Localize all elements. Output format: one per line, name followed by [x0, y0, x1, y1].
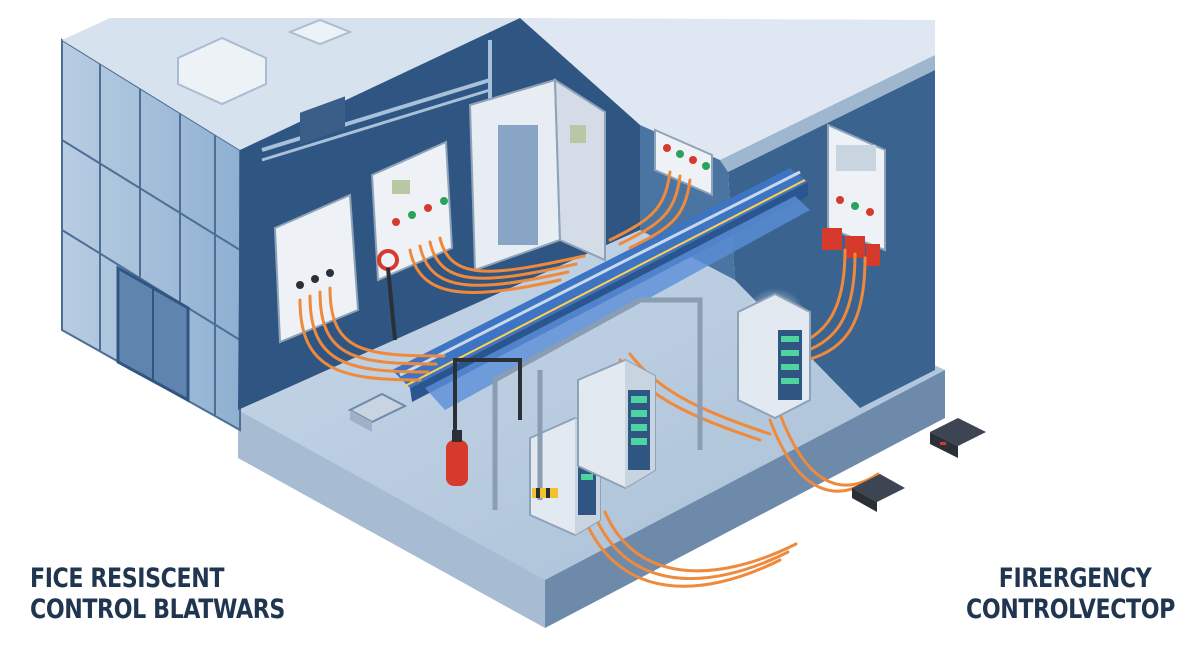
cable-tray — [392, 168, 810, 410]
control-panel-right-top — [654, 128, 713, 197]
glass-facade — [61, 38, 241, 432]
fire-pipes — [492, 297, 703, 510]
junction-box-floor — [347, 392, 408, 432]
control-panel-left — [273, 96, 360, 344]
junction-box-outside — [852, 474, 905, 512]
caption-right-line-2: CONTROLVECTOP — [966, 594, 1175, 625]
roof-hvac-unit — [177, 36, 267, 106]
control-panel-far-right — [822, 123, 886, 266]
caption-right-line-1: FIRERGENCY — [998, 563, 1152, 594]
hazard-barrier — [532, 488, 558, 498]
valve-icon — [377, 249, 399, 341]
caption-left: FICE RESISCENT CONTROL BLATWARS — [30, 563, 285, 625]
fire-extinguisher-icon — [446, 430, 468, 486]
roof — [62, 18, 935, 172]
caption-right: FIRERGENCY CONTROLVECTOP — [966, 563, 1175, 625]
server-rack-center — [577, 358, 656, 490]
fire-pipe-dark — [453, 358, 522, 455]
caption-left-line-2: CONTROL BLATWARS — [30, 594, 285, 625]
caption-left-line-1: FICE RESISCENT — [30, 563, 225, 594]
server-rack-right — [737, 288, 811, 420]
junction-box-outside-far — [930, 418, 986, 458]
control-panel-tall — [468, 78, 606, 272]
